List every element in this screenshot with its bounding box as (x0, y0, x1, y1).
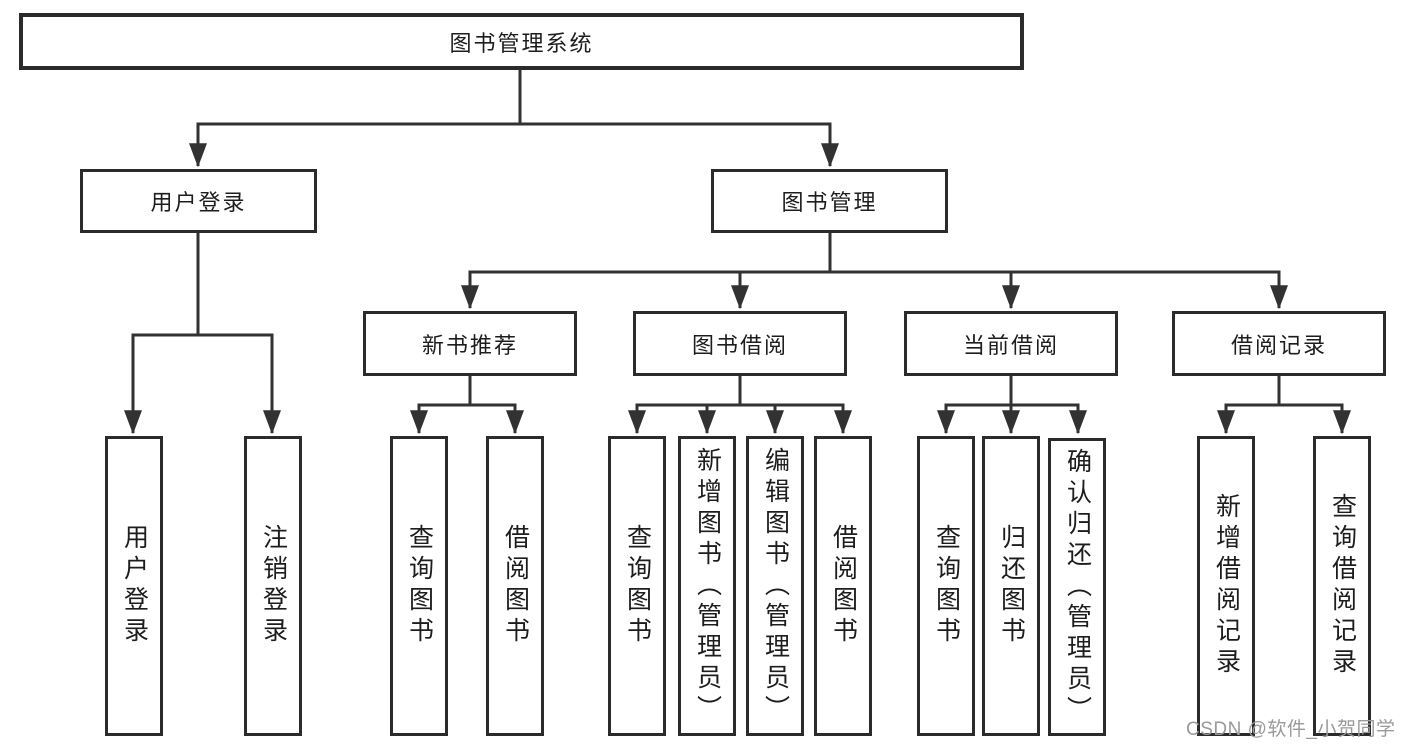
leaf-return-book: 归还图书 (982, 436, 1040, 736)
leaf-borrow-books-1: 借阅图书 (486, 436, 544, 736)
node-book-management: 图书管理 (711, 169, 948, 233)
leaf-edit-book-admin: 编辑图书（管理员） (746, 436, 804, 736)
leaf-user-login: 用户登录 (105, 436, 163, 736)
leaf-add-book-admin: 新增图书（管理员） (678, 436, 736, 736)
leaf-query-books-2: 查询图书 (608, 436, 666, 736)
leaf-query-books-3: 查询图书 (917, 436, 975, 736)
node-root: 图书管理系统 (19, 13, 1024, 70)
node-book-borrow: 图书借阅 (633, 311, 847, 376)
watermark: CSDN @软件_小贺同学 (1186, 719, 1396, 740)
leaf-borrow-books-2: 借阅图书 (814, 436, 872, 736)
node-user-login: 用户登录 (80, 169, 317, 233)
node-new-book-recommend: 新书推荐 (363, 311, 577, 376)
leaf-confirm-return-admin: 确认归还（管理员） (1048, 438, 1106, 736)
leaf-logout: 注销登录 (244, 436, 302, 736)
leaf-add-borrow-record: 新增借阅记录 (1197, 436, 1255, 736)
leaf-query-books-1: 查询图书 (390, 436, 448, 736)
node-borrow-records: 借阅记录 (1172, 311, 1386, 376)
leaf-query-borrow-record: 查询借阅记录 (1313, 436, 1371, 736)
node-current-borrow: 当前借阅 (904, 311, 1118, 376)
